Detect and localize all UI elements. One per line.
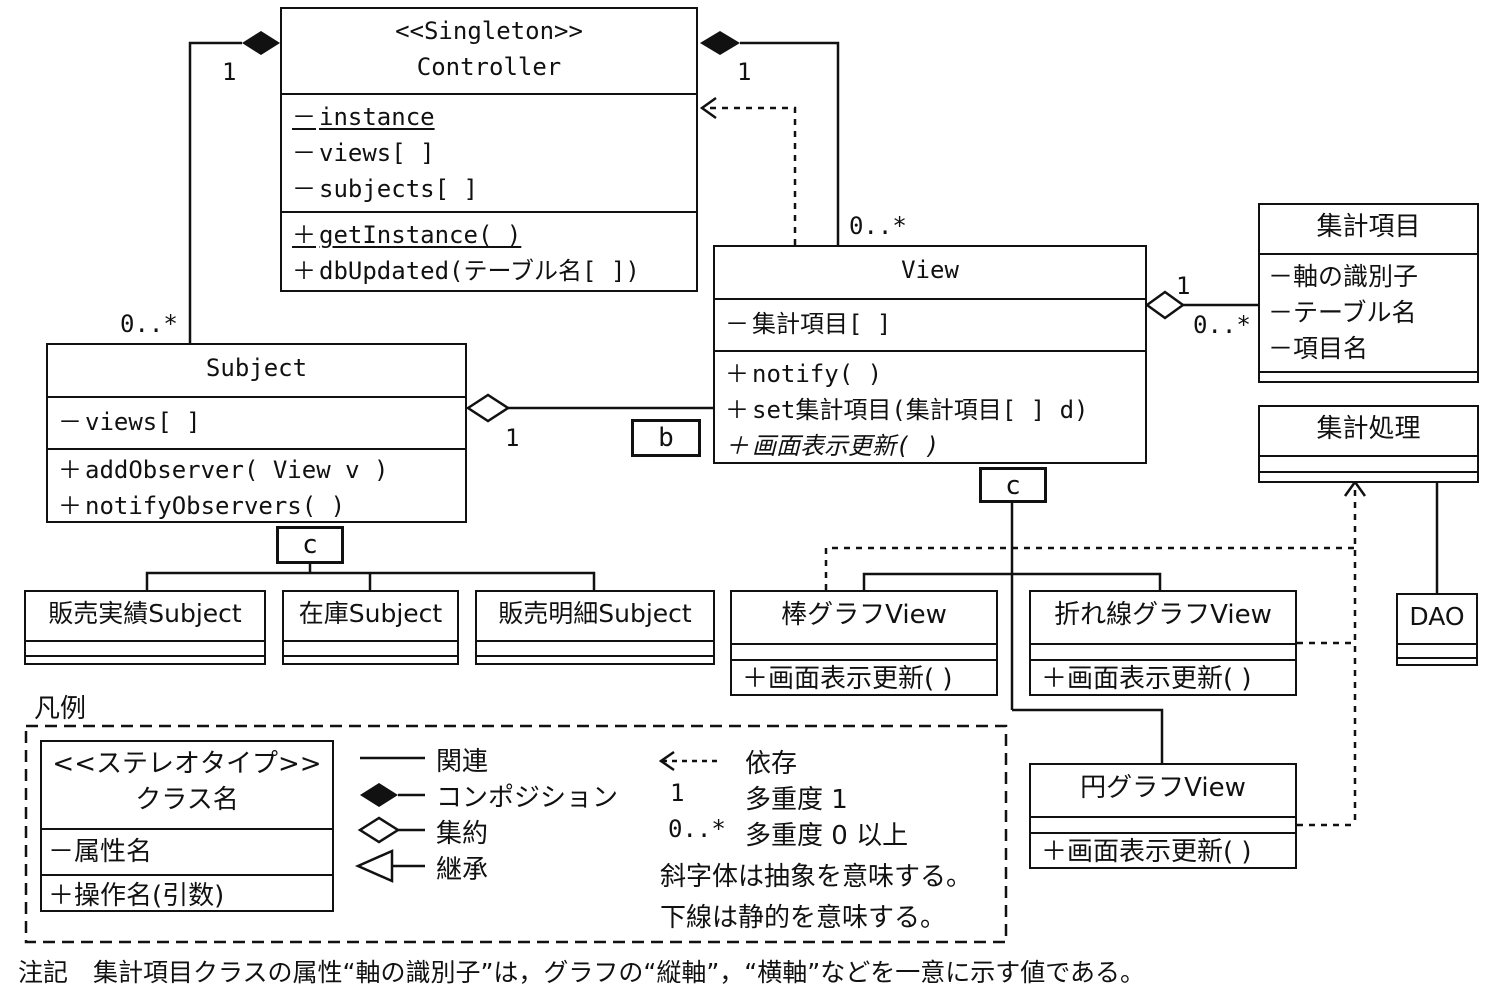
sales-result-subject-name: 販売実績Subject <box>48 599 242 628</box>
legend-italic-note: 斜字体は抽象を意味する。 <box>660 862 973 892</box>
multiplicity-label: 1 <box>1176 272 1191 300</box>
controller-name: Controller <box>416 53 562 81</box>
inheritance-view-tree <box>862 572 1162 590</box>
footnote: 注記 集計項目クラスの属性“軸の識別子”は，グラフの“縦軸”，“横軸”などを一意… <box>18 958 1145 987</box>
legend-title: 凡例 <box>34 694 87 724</box>
legend-sample-class: <<ステレオタイプ>> クラス名 －属性名 ＋操作名(引数) <box>40 740 334 912</box>
bar-graph-view-operation: ＋画面表示更新( ) <box>742 664 953 694</box>
legend-frame <box>24 724 1008 944</box>
class-bar-graph-view: 棒グラフView ＋画面表示更新( ) <box>730 590 998 696</box>
class-controller: <<Singleton>> Controller －instance －view… <box>280 7 698 292</box>
sales-detail-subject-name: 販売明細Subject <box>498 599 692 628</box>
line-graph-view-name: 折れ線グラフView <box>1054 600 1272 630</box>
aggregation-diamond-subject <box>465 393 511 423</box>
blank-box-c-view: c <box>979 467 1047 503</box>
view-operation: ＋notify( ) <box>725 360 883 388</box>
line-graph-view-operation: ＋画面表示更新( ) <box>1041 664 1252 694</box>
multiplicity-label: 1 <box>222 58 237 86</box>
controller-attribute: －instance <box>292 103 435 131</box>
legend-inheritance-label: 継承 <box>436 855 489 885</box>
class-subject: Subject －views[ ] ＋addObserver( View v )… <box>46 343 467 523</box>
composition-diamond-left <box>242 31 280 55</box>
legend-sample-attribute: －属性名 <box>48 837 153 867</box>
legend-composition-label: コンポジション <box>436 783 619 813</box>
controller-operation: ＋getInstance( ) <box>292 221 522 249</box>
legend-sample-class-name: クラス名 <box>135 785 239 815</box>
pie-graph-view-name: 円グラフView <box>1080 773 1246 803</box>
class-dao: DAO <box>1396 593 1478 666</box>
aggregation-diamond-view <box>1144 290 1186 320</box>
pie-graph-view-operation: ＋画面表示更新( ) <box>1041 837 1252 867</box>
subject-operation: ＋addObserver( View v ) <box>58 456 389 484</box>
composition-controller-view <box>740 41 840 245</box>
multiplicity-label: 1 <box>737 58 752 86</box>
class-line-graph-view: 折れ線グラフView ＋画面表示更新( ) <box>1029 590 1297 696</box>
composition-controller-subject <box>188 41 242 343</box>
class-inventory-subject: 在庫Subject <box>282 590 459 665</box>
aggregate-process-name: 集計処理 <box>1316 414 1421 444</box>
legend-aggregation-symbol <box>357 816 401 844</box>
subject-name: Subject <box>205 354 308 382</box>
subject-attribute: －views[ ] <box>58 408 201 436</box>
blank-box-c-subject: c <box>276 526 344 564</box>
view-attribute: －集計項目[ ] <box>725 310 892 338</box>
composition-diamond-right <box>700 31 740 55</box>
legend-underline-note: 下線は静的を意味する。 <box>660 903 947 933</box>
class-aggregate-process: 集計処理 <box>1258 405 1479 483</box>
legend-mult-many-symbol: 0..* <box>668 815 726 843</box>
blank-box-b: b <box>631 419 701 457</box>
inventory-subject-name: 在庫Subject <box>298 599 443 628</box>
legend-aggregation-label: 集約 <box>436 819 489 849</box>
dependency-views-process <box>824 546 1355 590</box>
legend-association-label: 関連 <box>436 747 489 777</box>
legend-mult-many-text: 多重度 0 以上 <box>745 821 909 851</box>
aggregate-item-attribute: －項目名 <box>1268 334 1369 363</box>
class-aggregate-item: 集計項目 －軸の識別子 －テーブル名 －項目名 <box>1258 203 1479 383</box>
legend-composition-symbol <box>360 783 398 807</box>
view-name: View <box>901 256 959 284</box>
controller-attribute: －subjects[ ] <box>292 175 478 203</box>
aggregate-item-attribute: －軸の識別子 <box>1268 262 1419 291</box>
subject-operation: ＋notifyObservers( ) <box>58 492 346 520</box>
view-operation: ＋set集計項目(集計項目[ ] d) <box>725 396 1089 424</box>
dao-name: DAO <box>1409 602 1465 631</box>
multiplicity-label: 0..* <box>1193 311 1251 339</box>
multiplicity-label: 1 <box>505 424 520 452</box>
multiplicity-label: 0..* <box>849 212 907 240</box>
controller-stereotype: <<Singleton>> <box>395 17 583 45</box>
aggregate-item-name: 集計項目 <box>1316 212 1421 242</box>
class-pie-graph-view: 円グラフView ＋画面表示更新( ) <box>1029 763 1297 869</box>
class-sales-detail-subject: 販売明細Subject <box>475 590 715 665</box>
class-sales-result-subject: 販売実績Subject <box>24 590 266 665</box>
legend-mult-one-symbol: 1 <box>670 779 685 807</box>
controller-operation: ＋dbUpdated(テーブル名[ ]) <box>292 257 640 285</box>
controller-attribute: －views[ ] <box>292 139 435 167</box>
dependency-view-controller <box>704 106 797 245</box>
multiplicity-label: 0..* <box>120 310 178 338</box>
legend-dependency-label: 依存 <box>745 749 798 779</box>
bar-graph-view-name: 棒グラフView <box>781 600 947 630</box>
class-view: View －集計項目[ ] ＋notify( ) ＋set集計項目(集計項目[ … <box>713 245 1147 464</box>
legend-inheritance-symbol <box>354 849 394 883</box>
legend-sample-stereotype: <<ステレオタイプ>> <box>52 749 322 779</box>
view-operation-abstract: ＋画面表示更新( ) <box>725 432 940 460</box>
legend-mult-one-text: 多重度 1 <box>745 785 848 815</box>
aggregate-item-attribute: －テーブル名 <box>1268 298 1417 327</box>
legend-sample-operation: ＋操作名(引数) <box>48 881 225 911</box>
